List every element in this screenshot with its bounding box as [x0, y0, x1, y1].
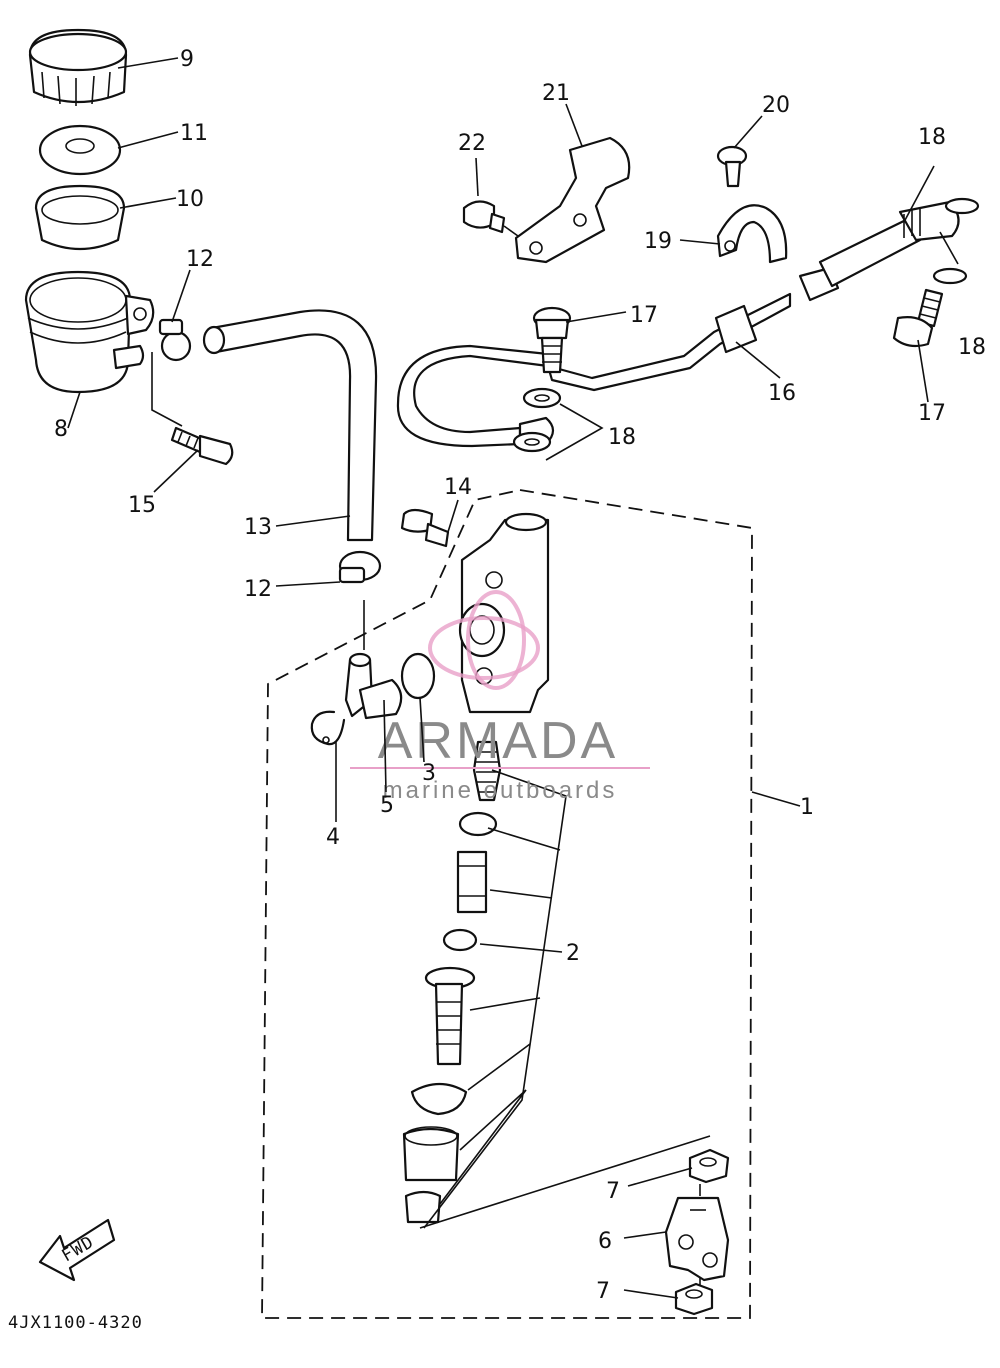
part-17-union-bolt-left [532, 306, 572, 374]
part-13-hose [202, 309, 378, 542]
callout-6: 6 [598, 1229, 612, 1254]
callout-5: 5 [380, 793, 394, 818]
part-5-hose-fitting [344, 652, 403, 720]
callout-21: 21 [542, 81, 570, 106]
diagram-code: 4JX1100-4320 [8, 1313, 143, 1333]
part-14-bolt [400, 508, 450, 548]
callout-11: 11 [180, 121, 208, 146]
part-15-bolt [170, 426, 234, 466]
callout-9: 9 [180, 47, 194, 72]
part-21-bracket [514, 136, 631, 264]
callout-17-right: 17 [918, 401, 946, 426]
part-12-hose-clamp-lower [338, 550, 382, 584]
callout-18-top: 18 [918, 125, 946, 150]
callout-10: 10 [176, 187, 204, 212]
part-9-reservoir-cap [28, 28, 128, 106]
callout-4: 4 [326, 825, 340, 850]
part-6-clevis [664, 1196, 730, 1282]
part-20-screw [716, 145, 748, 188]
part-7-nut-lower [674, 1282, 714, 1316]
callout-12-lower: 12 [244, 577, 272, 602]
part-2-piston-kit [402, 740, 502, 1224]
callout-3: 3 [422, 761, 436, 786]
part-3-o-ring [400, 652, 436, 700]
part-16-brake-hose [396, 200, 960, 448]
watermark: ARMADA marine outboards [350, 590, 650, 804]
part-17-union-bolt-right [892, 288, 944, 348]
callout-13: 13 [244, 515, 272, 540]
callout-18-right: 18 [958, 335, 986, 360]
part-22-bolt [462, 200, 506, 234]
part-7-nut-upper [688, 1148, 730, 1184]
watermark-tagline: marine outboards [383, 777, 618, 804]
fwd-arrow-icon: FWD [38, 1218, 116, 1282]
callout-labels: 9 11 10 12 8 15 13 12 14 17 16 17 18 18 … [54, 47, 986, 1304]
callout-8: 8 [54, 417, 68, 442]
callout-1: 1 [800, 795, 814, 820]
part-11-diaphragm-plate [38, 124, 122, 176]
callout-18-center: 18 [608, 425, 636, 450]
callout-2: 2 [566, 941, 580, 966]
callout-17-left: 17 [630, 303, 658, 328]
part-19-hose-guide [716, 204, 788, 264]
assembly-boundary [261, 489, 753, 1319]
part-12-hose-clamp-upper [158, 318, 192, 362]
callout-19: 19 [644, 229, 672, 254]
callout-22: 22 [458, 131, 486, 156]
part-10-diaphragm [34, 184, 126, 251]
callout-7-lower: 7 [596, 1279, 610, 1304]
callout-20: 20 [762, 93, 790, 118]
part-8-reservoir [24, 270, 155, 394]
callout-15: 15 [128, 493, 156, 518]
callout-12-upper: 12 [186, 247, 214, 272]
part-4-circlip [310, 710, 346, 746]
watermark-brand: ARMADA [378, 712, 618, 770]
callout-7-upper: 7 [606, 1179, 620, 1204]
callout-14: 14 [444, 475, 472, 500]
callout-16: 16 [768, 381, 796, 406]
part-18-washers [512, 197, 980, 453]
